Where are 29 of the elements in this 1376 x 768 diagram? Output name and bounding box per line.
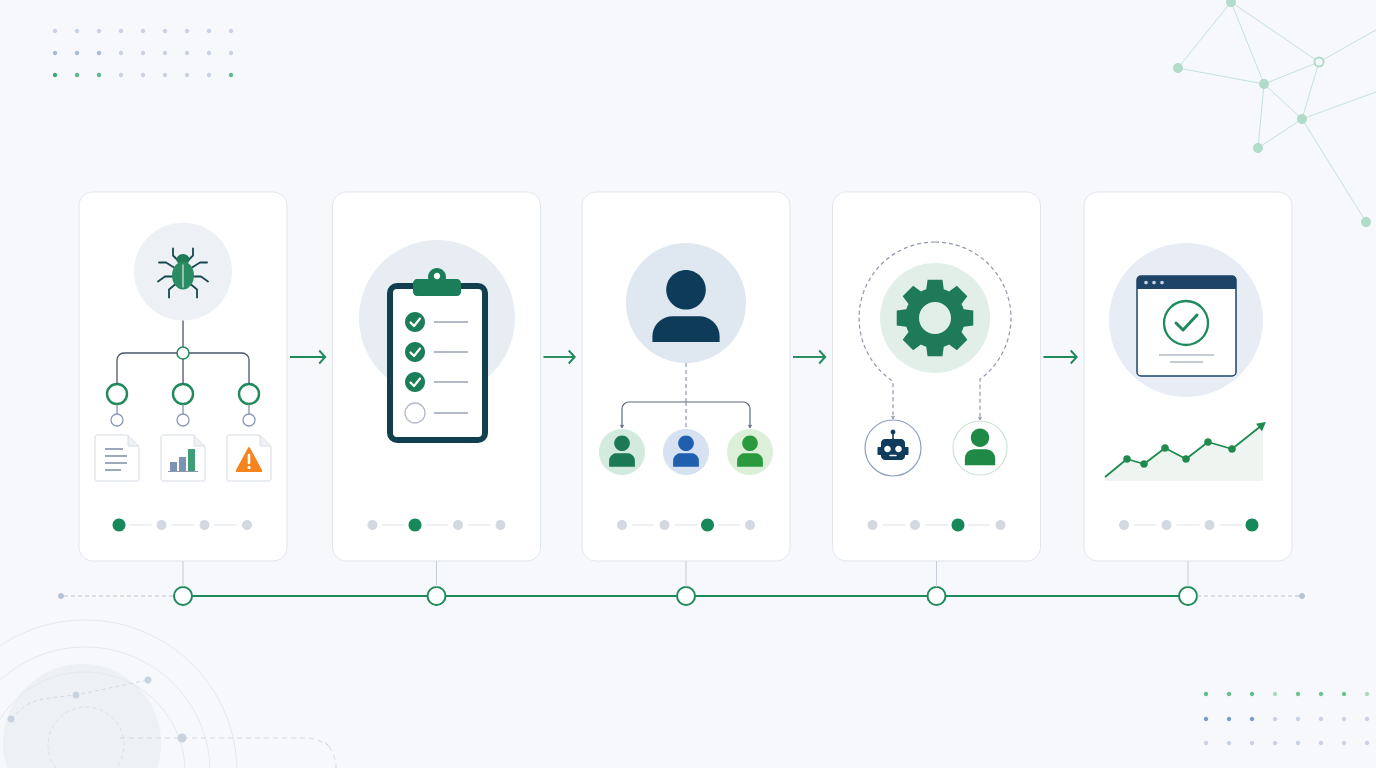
branch-circle (105, 382, 129, 406)
arrow (1042, 349, 1078, 365)
arrow (289, 349, 327, 365)
dashed-arrow (858, 241, 936, 420)
connector-line (944, 595, 1180, 597)
branch-circle (237, 382, 261, 406)
branch-circle (171, 382, 195, 406)
connector-line (436, 560, 437, 588)
connector-line (694, 595, 929, 597)
arrow (685, 401, 752, 429)
icon-circle (134, 222, 232, 321)
connector-line (182, 319, 184, 348)
dashed-arrow (934, 241, 1012, 421)
connector-line (936, 560, 937, 588)
timeline-marker (426, 586, 447, 606)
connector-line (191, 595, 429, 597)
connector-line (188, 352, 250, 385)
connector-line (182, 403, 184, 415)
arrow (792, 349, 827, 365)
connector-line (248, 403, 250, 415)
timeline-marker (926, 586, 947, 606)
arrow (542, 349, 576, 365)
arrow (620, 401, 687, 429)
dashed-connector-line (685, 362, 687, 403)
dashed-connector-line (685, 401, 687, 430)
connector-line (116, 403, 118, 415)
connector-line (182, 358, 184, 385)
connector-line (444, 595, 678, 597)
connector-line (116, 352, 178, 385)
